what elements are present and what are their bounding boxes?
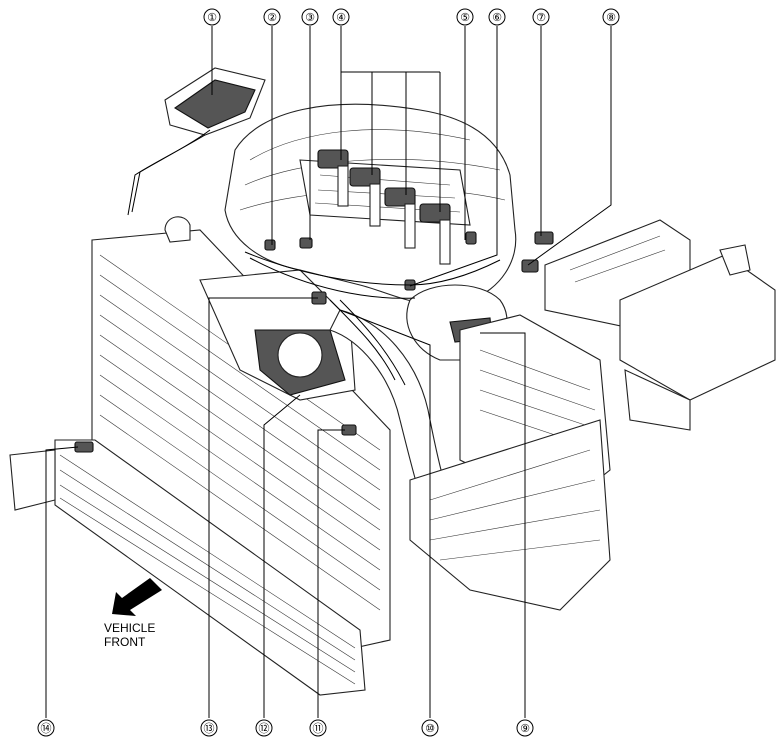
callout-9: ⑨ [516, 719, 534, 737]
callout-10: ⑩ [421, 719, 439, 737]
callout-14: ⑭ [37, 719, 55, 737]
callout-13: ⑬ [200, 719, 218, 737]
vehicle-front-label-line2: FRONT [104, 635, 146, 649]
callout-6: ⑥ [488, 8, 506, 26]
callout-14-label: ⑭ [41, 722, 52, 735]
callout-5: ⑤ [456, 8, 474, 26]
leader-lines [45, 26, 612, 718]
ignition-coils [317, 149, 451, 265]
battery [544, 219, 776, 431]
callout-8: ⑧ [602, 8, 620, 26]
wiring-harness [244, 251, 501, 386]
callout-7: ⑦ [532, 8, 550, 26]
vehicle-front-arrow-icon [112, 578, 162, 616]
callout-6-label: ⑥ [492, 11, 502, 24]
control-module [127, 67, 266, 216]
transmission [409, 419, 611, 611]
intercooler [9, 439, 366, 696]
callout-12: ⑫ [255, 719, 273, 737]
callout-3-label: ③ [305, 11, 315, 24]
vehicle-front-indicator: VEHICLE FRONT [104, 578, 162, 649]
callout-2: ② [263, 8, 281, 26]
callout-12-label: ⑫ [259, 722, 270, 735]
vehicle-front-label-line1: VEHICLE [104, 621, 155, 635]
callout-8-label: ⑧ [606, 11, 616, 24]
callout-2-label: ② [267, 11, 277, 24]
callout-11-label: ⑪ [313, 722, 324, 735]
sensors [74, 231, 554, 453]
callout-9-label: ⑨ [520, 722, 530, 735]
callout-11: ⑪ [309, 719, 327, 737]
callout-3: ③ [301, 8, 319, 26]
callout-1-label: ① [207, 11, 217, 24]
callout-7-label: ⑦ [536, 11, 546, 24]
callout-markers: ① ② ③ ④ ⑤ ⑥ ⑦ ⑧ ⑨ ⑩ ⑪ ⑫ ⑬ ⑭ [37, 8, 620, 737]
callout-5-label: ⑤ [460, 11, 470, 24]
callout-13-label: ⑬ [204, 722, 215, 735]
callout-4-label: ④ [336, 11, 346, 24]
callout-10-label: ⑩ [425, 722, 435, 735]
callout-1: ① [203, 8, 221, 26]
callout-4: ④ [332, 8, 350, 26]
